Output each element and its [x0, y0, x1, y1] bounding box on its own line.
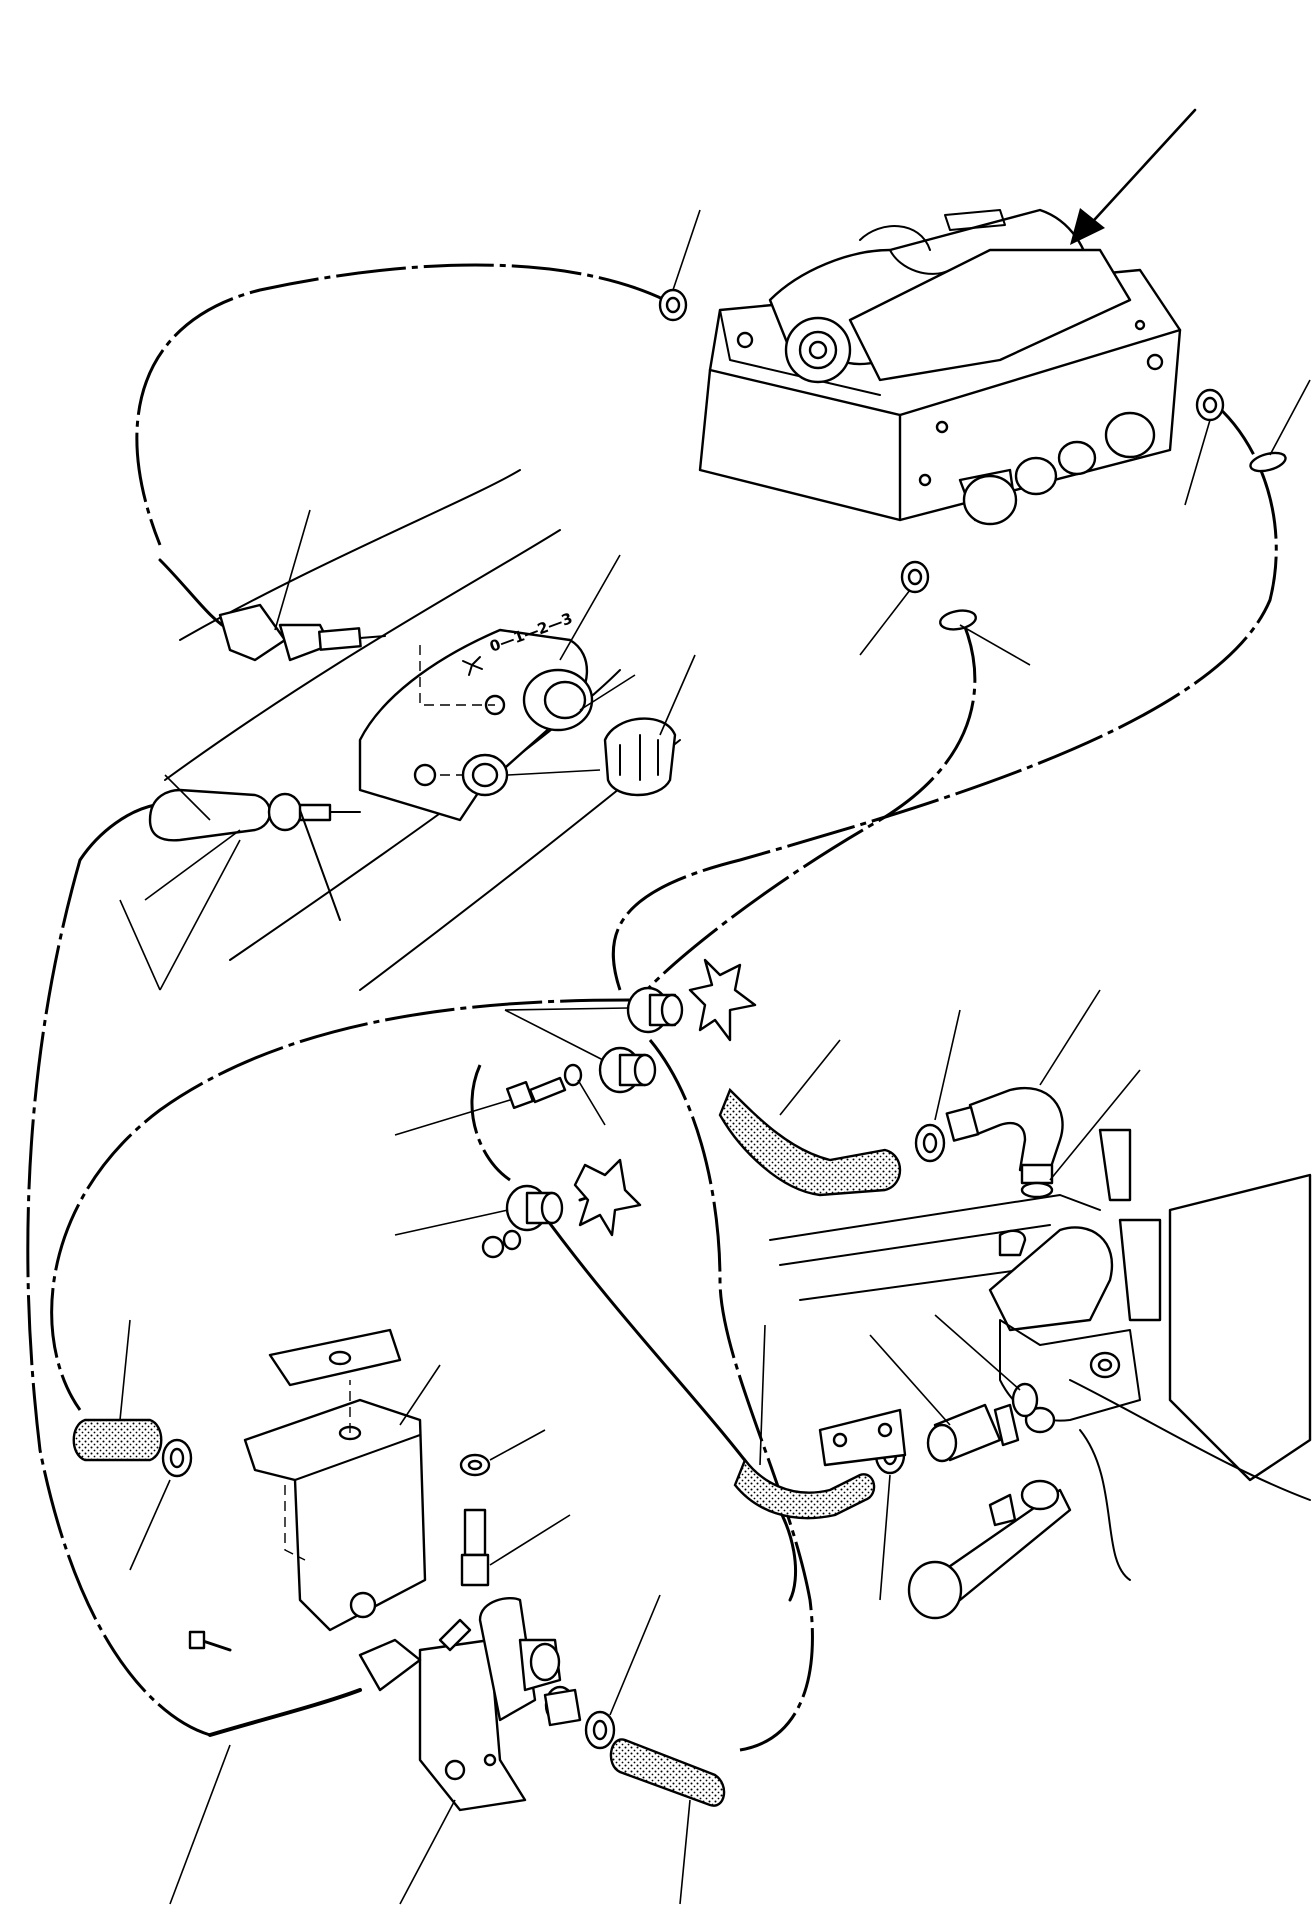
- washer-small: [563, 1063, 583, 1087]
- hose-clamp-upper: [914, 1123, 946, 1163]
- heater-hose-left: [72, 1418, 163, 1462]
- o-ring-upper: [1020, 1181, 1054, 1199]
- grommet-right: [1195, 388, 1225, 422]
- water-pipe: [907, 1479, 1072, 1620]
- knob-nut: [461, 753, 509, 797]
- heater-outlet-tubes: [958, 411, 1156, 526]
- lamp-holder: [78, 788, 361, 921]
- hose-connector-middle: [598, 1046, 657, 1094]
- bracket-washer: [459, 1453, 491, 1477]
- bolt-small: [505, 1076, 567, 1110]
- panel-section-marker-upper: [688, 958, 757, 1042]
- control-cable-end: [208, 1688, 362, 1737]
- reference-leaders: [119, 209, 1311, 1905]
- heater-hose-upper: [718, 1087, 902, 1197]
- wiring-harness: [26, 263, 1278, 1752]
- cable-clamp-lower: [939, 609, 977, 631]
- engine-block: [769, 1128, 1312, 1581]
- cable-clamp-right: [1249, 451, 1287, 473]
- bracket-screw-small: [188, 1630, 232, 1652]
- hose-connector-lower: [505, 1184, 564, 1232]
- grommet-lower: [900, 560, 930, 594]
- water-valve: [329, 1597, 562, 1812]
- hose-clamp-valve: [584, 1710, 616, 1750]
- heater-unit: [698, 208, 1182, 526]
- panel-section-marker-bracket: [268, 1328, 402, 1387]
- elbow-fitting: [945, 1087, 1064, 1185]
- o-ring-lower: [1011, 1382, 1039, 1418]
- view-direction-arrow: [1070, 108, 1197, 245]
- heater-hose-lower: [733, 1457, 876, 1520]
- bracket-bolt: [460, 1508, 490, 1587]
- knob-spare: [603, 717, 677, 797]
- fan-icon: [462, 656, 483, 676]
- blower-switch-connector: [158, 558, 386, 662]
- grommet-upper-left: [658, 288, 688, 322]
- pipe-bracket: [818, 1408, 907, 1467]
- hose-connector-upper: [626, 986, 684, 1034]
- valve-outlet-stub: [543, 1685, 582, 1727]
- heater-hose-valve: [609, 1738, 726, 1807]
- straight-fitting: [926, 1403, 1020, 1463]
- panel-section-marker-lower: [573, 1158, 642, 1237]
- hose-clamp-left: [161, 1438, 193, 1478]
- mounting-bracket: [243, 1380, 427, 1632]
- fan-speed-knob: [522, 668, 594, 732]
- nut-and-washer: [481, 1229, 522, 1259]
